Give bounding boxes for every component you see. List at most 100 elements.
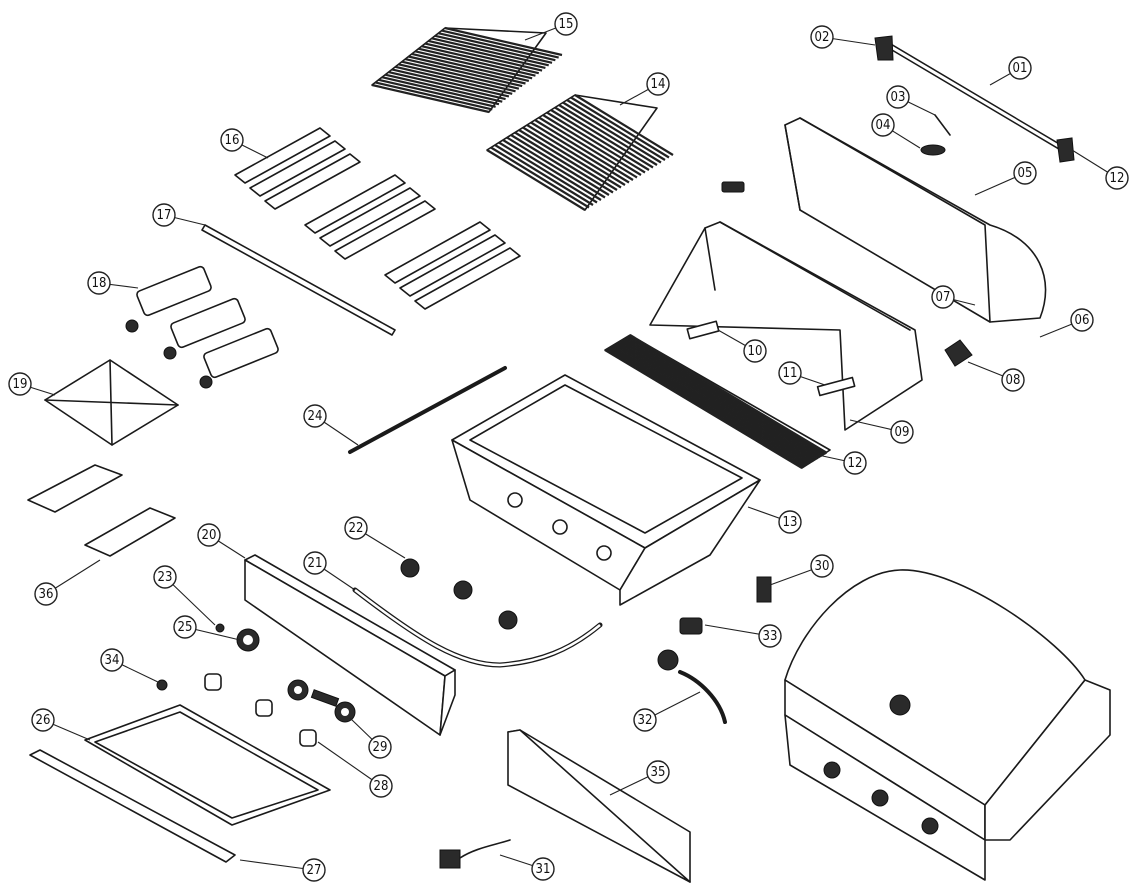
part-hinge bbox=[944, 339, 973, 367]
part-callout-11: 11 bbox=[778, 361, 802, 385]
part-igniter-33 bbox=[679, 617, 703, 635]
part-callout-25: 25 bbox=[173, 615, 197, 639]
part-back-panel bbox=[507, 729, 691, 883]
part-callout-06: 06 bbox=[1070, 308, 1094, 332]
part-warming-rack bbox=[604, 334, 831, 469]
part-hood bbox=[784, 117, 1047, 323]
callout-number: 26 bbox=[36, 713, 51, 728]
part-callout-19: 19 bbox=[8, 372, 32, 396]
callout-number: 28 bbox=[374, 779, 389, 794]
part-callout-03: 03 bbox=[886, 85, 910, 109]
callout-number: 27 bbox=[307, 863, 322, 878]
callout-number: 11 bbox=[783, 366, 798, 381]
part-callout-17: 17 bbox=[152, 203, 176, 227]
callout-number: 10 bbox=[748, 344, 763, 359]
part-callout-31: 31 bbox=[531, 857, 555, 881]
part-callout-27: 27 bbox=[302, 858, 326, 882]
part-callout-26: 26 bbox=[31, 708, 55, 732]
part-thermometer bbox=[721, 114, 951, 193]
callout-number: 34 bbox=[105, 653, 120, 668]
part-callout-21: 21 bbox=[303, 551, 327, 575]
part-firebox bbox=[451, 374, 761, 606]
part-callout-07: 07 bbox=[931, 285, 955, 309]
part-callout-13: 13 bbox=[778, 510, 802, 534]
part-bracket-11 bbox=[816, 376, 856, 397]
part-callout-28: 28 bbox=[369, 774, 393, 798]
part-callout-32: 32 bbox=[633, 708, 657, 732]
part-callout-14: 14 bbox=[646, 72, 670, 96]
part-callout-30: 30 bbox=[810, 554, 834, 578]
part-callout-04: 04 bbox=[871, 113, 895, 137]
callout-number: 33 bbox=[763, 629, 778, 644]
callout-number: 17 bbox=[157, 208, 172, 223]
callout-number: 31 bbox=[536, 862, 551, 877]
callout-number: 18 bbox=[92, 276, 107, 291]
part-callout-05: 05 bbox=[1013, 161, 1037, 185]
callout-number: 36 bbox=[39, 587, 54, 602]
part-callout-29: 29 bbox=[368, 735, 392, 759]
part-callout-12: 12 bbox=[843, 451, 867, 475]
callout-number: 30 bbox=[815, 559, 830, 574]
callout-number: 16 bbox=[225, 133, 240, 148]
part-callout-10: 10 bbox=[743, 339, 767, 363]
part-knobs bbox=[204, 673, 317, 747]
callout-number: 23 bbox=[158, 570, 173, 585]
part-callout-24: 24 bbox=[303, 404, 327, 428]
leader-line bbox=[239, 859, 315, 871]
callout-number: 21 bbox=[308, 556, 323, 571]
callout-number: 22 bbox=[349, 521, 364, 536]
callout-number: 29 bbox=[373, 740, 388, 755]
part-callout-16: 16 bbox=[220, 128, 244, 152]
callout-number: 14 bbox=[651, 77, 666, 92]
part-bezels bbox=[287, 679, 356, 723]
leader-line bbox=[317, 741, 382, 787]
part-callout-22: 22 bbox=[344, 516, 368, 540]
part-front-rail bbox=[29, 749, 236, 863]
callout-number: 12 bbox=[1110, 171, 1125, 186]
part-callout-01: 01 bbox=[1008, 56, 1032, 80]
part-control-panel bbox=[244, 554, 456, 736]
callout-number: 04 bbox=[876, 118, 891, 133]
part-callout-34: 34 bbox=[100, 648, 124, 672]
callout-number: 15 bbox=[559, 17, 574, 32]
part-callout-35: 35 bbox=[646, 760, 670, 784]
part-burners bbox=[125, 265, 279, 389]
callout-number: 19 bbox=[13, 377, 28, 392]
callout-number: 06 bbox=[1075, 313, 1090, 328]
part-callout-12: 12 bbox=[1105, 166, 1129, 190]
part-drip-tray bbox=[44, 359, 179, 446]
callout-number: 24 bbox=[308, 409, 323, 424]
callout-number: 03 bbox=[891, 90, 906, 105]
part-bracket-30 bbox=[756, 576, 772, 603]
callout-number: 05 bbox=[1018, 166, 1033, 181]
part-igniter-rod bbox=[348, 366, 507, 454]
part-hood-handle bbox=[874, 35, 1075, 163]
part-rear-shroud bbox=[649, 221, 923, 431]
part-callout-33: 33 bbox=[758, 624, 782, 648]
callout-number: 20 bbox=[202, 528, 217, 543]
part-callout-15: 15 bbox=[554, 12, 578, 36]
callout-number: 02 bbox=[815, 30, 830, 45]
part-callout-36: 36 bbox=[34, 582, 58, 606]
callout-number: 09 bbox=[895, 425, 910, 440]
part-screw-23 bbox=[215, 623, 225, 633]
part-callout-23: 23 bbox=[153, 565, 177, 589]
part-cooking-grate-front bbox=[486, 94, 674, 211]
callout-number: 01 bbox=[1013, 61, 1028, 76]
part-gas-valves bbox=[400, 558, 518, 630]
part-igniter-31 bbox=[439, 839, 511, 869]
part-callout-20: 20 bbox=[197, 523, 221, 547]
part-screw-34 bbox=[156, 679, 168, 691]
part-callout-18: 18 bbox=[87, 271, 111, 295]
part-callout-08: 08 bbox=[1001, 368, 1025, 392]
part-regulator-32 bbox=[657, 649, 727, 724]
callout-number: 35 bbox=[651, 765, 666, 780]
callout-number: 08 bbox=[1006, 373, 1021, 388]
part-cross-rod bbox=[201, 224, 396, 336]
part-grease-trays bbox=[27, 464, 176, 557]
callout-number: 25 bbox=[178, 620, 193, 635]
part-bottom-tray bbox=[84, 704, 331, 826]
part-callout-02: 02 bbox=[810, 25, 834, 49]
